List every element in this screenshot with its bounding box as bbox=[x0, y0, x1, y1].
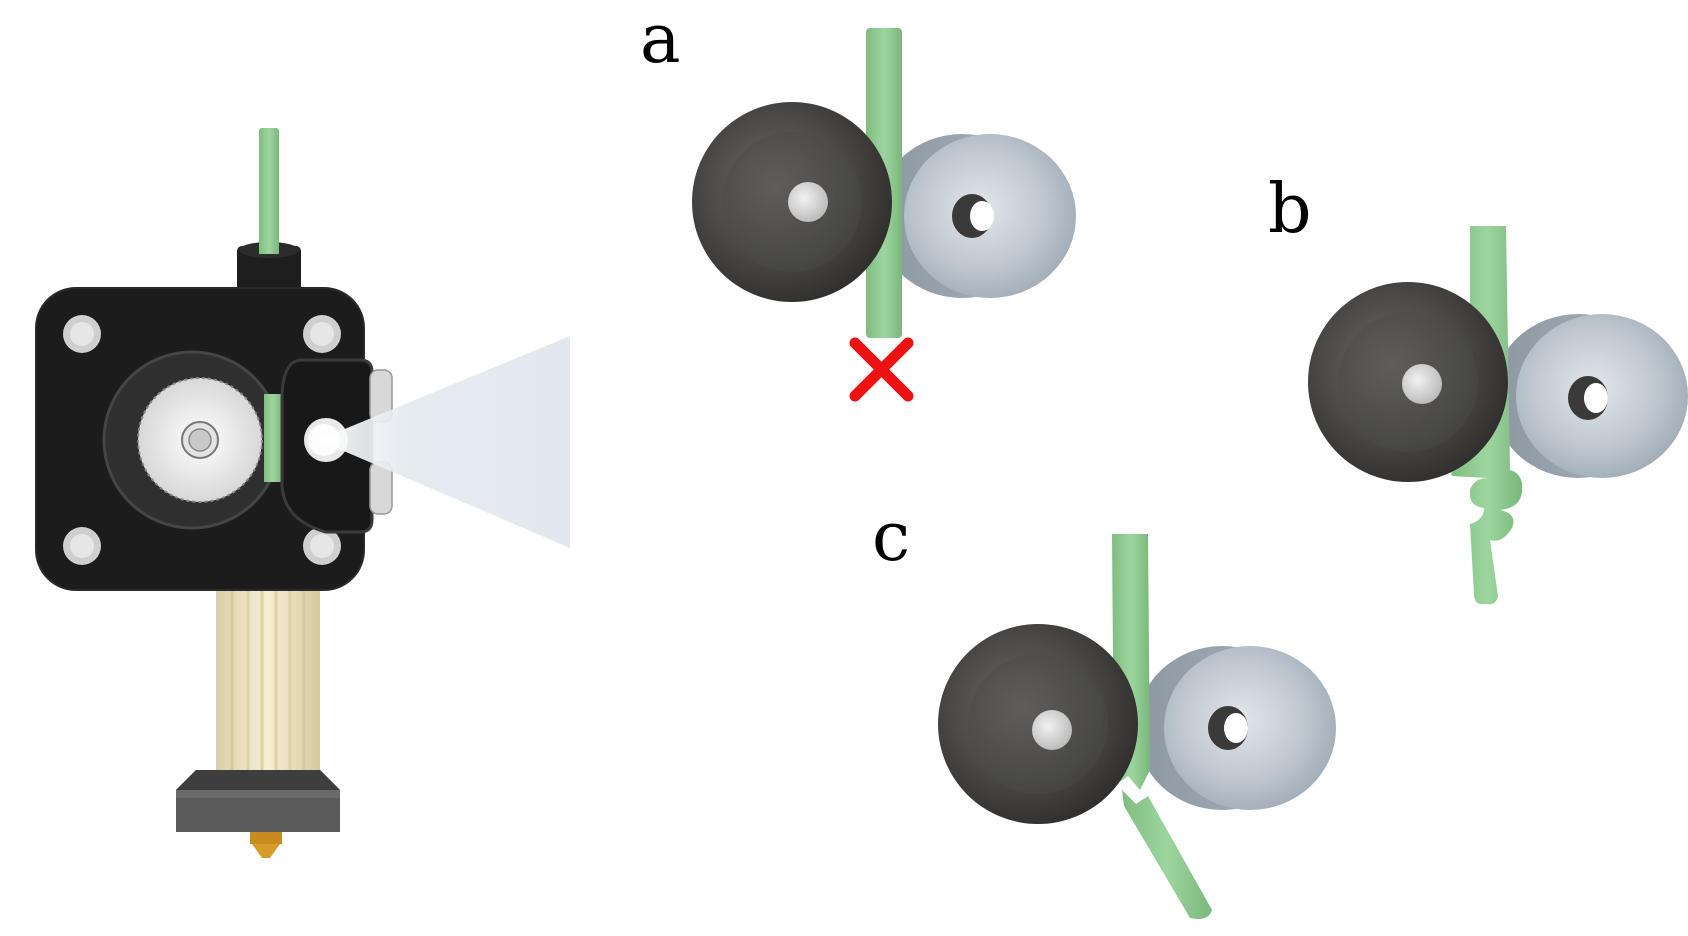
panel-b-drive-gear bbox=[1308, 282, 1508, 482]
panel-a-label: a bbox=[640, 0, 681, 79]
heat-break bbox=[216, 575, 320, 798]
red-cross-icon bbox=[849, 337, 914, 402]
panel-a-drive-gear bbox=[692, 102, 892, 302]
panel-a-idler-bearing bbox=[876, 134, 1076, 298]
panel-c-diagram bbox=[938, 534, 1336, 919]
panel-a-diagram bbox=[692, 28, 1076, 402]
inlet-fitting bbox=[237, 246, 301, 292]
panel-b-idler-bearing bbox=[1492, 314, 1688, 478]
filament-inside bbox=[264, 394, 282, 482]
extruder-assembly bbox=[35, 128, 570, 858]
panel-b-diagram bbox=[1308, 226, 1688, 605]
mounting-screws bbox=[63, 315, 341, 565]
panel-c-label: c bbox=[872, 498, 911, 577]
nozzle bbox=[250, 832, 282, 858]
panel-c-filament-broken bbox=[1122, 790, 1212, 919]
heater-block bbox=[176, 770, 340, 832]
panel-c-drive-gear bbox=[938, 624, 1138, 824]
panel-b-label: b bbox=[1268, 170, 1312, 249]
sensor-beam bbox=[318, 336, 570, 548]
panel-c-idler-bearing bbox=[1136, 646, 1336, 810]
